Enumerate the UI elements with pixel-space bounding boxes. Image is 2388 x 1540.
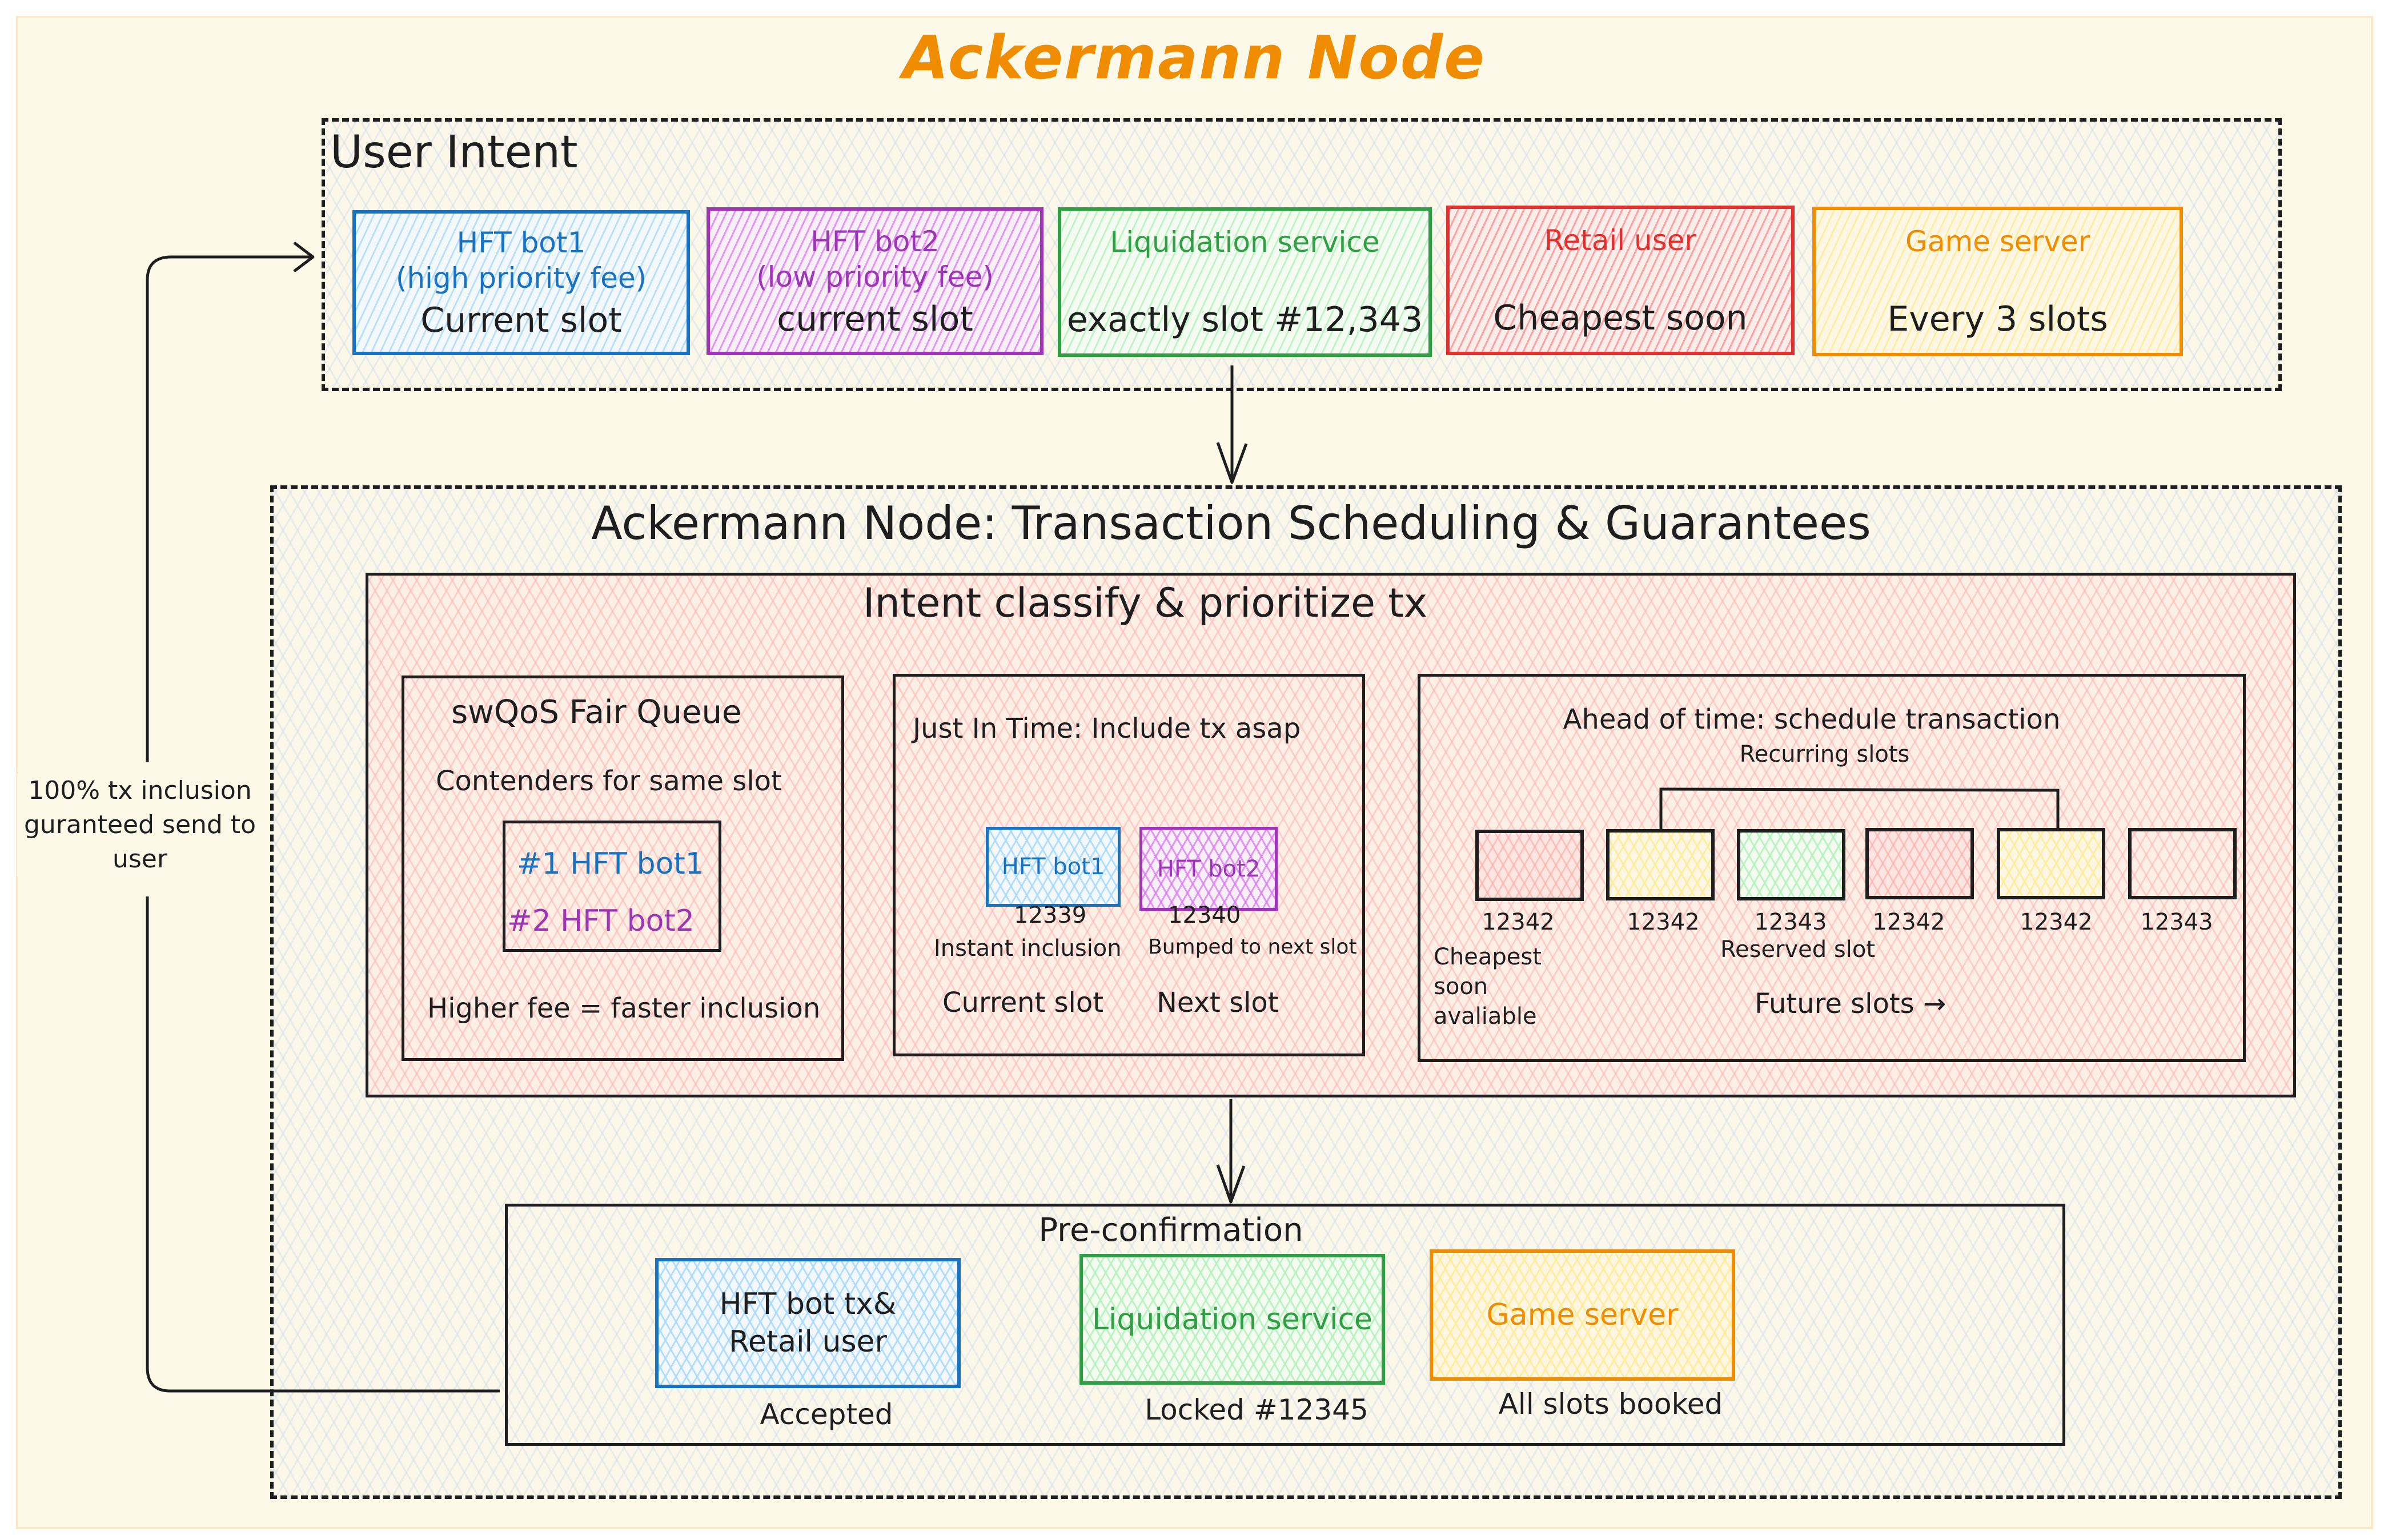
intent-card-hft-bot2[interactable]: HFT bot2 (low priority fee) current slot [707,207,1044,355]
recurring-slots-label: Recurring slots [1739,741,1910,767]
classify-label: Intent classify & prioritize tx [862,580,1428,626]
preconf-item-hft-retail[interactable]: HFT bot tx& Retail user [655,1258,961,1388]
slot-box[interactable] [1737,829,1845,900]
card-detail: (high priority fee) [395,262,647,295]
slot-number: 12343 [2140,909,2213,935]
jit-next-slot: Next slot [1157,987,1279,1019]
slot-box[interactable] [1606,829,1715,900]
slot-number: 12343 [1754,909,1827,935]
preconf-item-game-server[interactable]: Game server [1430,1249,1735,1381]
slot-box[interactable] [1997,828,2105,899]
jit-item-hft-bot2[interactable]: HFT bot2 [1139,827,1278,911]
fair-queue-footer: Higher fee = faster inclusion [427,992,821,1024]
preconf-item-name: Game server [1486,1298,1679,1332]
jit-item-name: HFT bot2 [1157,855,1261,882]
slot-number: 12342 [2020,909,2093,935]
diagram-title: Ackermann Node [902,23,1486,93]
preconf-item-name: Liquidation service [1091,1302,1373,1337]
card-intent: Cheapest soon [1493,298,1748,338]
scheduling-label: Ackermann Node: Transaction Scheduling &… [591,497,1871,550]
card-intent: current slot [777,299,973,339]
card-name: HFT bot2 [810,224,940,258]
slot-box[interactable] [1475,830,1584,901]
queue-entry-2: #2 HFT bot2 [507,904,695,938]
card-detail: (low priority fee) [756,260,994,293]
preconfirmation-box [505,1204,2065,1446]
intent-card-game-server[interactable]: Game server Every 3 slots [1812,207,2183,356]
intent-card-retail-user[interactable]: Retail user Cheapest soon [1446,206,1795,355]
card-name: Retail user [1544,224,1697,257]
jit-status-instant: Instant inclusion [934,935,1122,962]
future-slots-label: Future slots → [1755,988,1946,1020]
slot-box[interactable] [2128,828,2237,899]
slot-box[interactable] [1865,828,1974,899]
intent-card-liquidation-service[interactable]: Liquidation service exactly slot #12,343 [1058,207,1432,357]
queue-entry-1: #1 HFT bot1 [517,847,704,881]
card-intent: Current slot [420,300,622,340]
fair-queue-subtitle: Contenders for same slot [436,765,782,797]
preconf-status-booked: All slots booked [1498,1388,1723,1421]
card-name: HFT bot1 [456,226,586,259]
ahead-of-time-title: Ahead of time: schedule transaction [1563,703,2061,735]
user-intent-label: User Intent [330,127,578,178]
slot-number: 12342 [1872,909,1945,935]
card-name: Game server [1905,225,2090,258]
just-in-time-box [893,674,1365,1056]
slot-number: 12342 [1482,909,1555,935]
card-name: Liquidation service [1110,226,1380,259]
jit-current-slot: Current slot [942,987,1104,1019]
preconf-item-liquidation[interactable]: Liquidation service [1079,1254,1385,1385]
intent-card-hft-bot1[interactable]: HFT bot1 (high priority fee) Current slo… [352,210,690,355]
feedback-label: 100% tx inclusion guranteed send to user [17,774,263,876]
slot-number: 12342 [1627,909,1700,935]
jit-status-bumped: Bumped to next slot [1148,935,1357,959]
preconf-status-accepted: Accepted [760,1398,893,1431]
fair-queue-list [503,821,721,952]
just-in-time-title: Just In Time: Include tx asap [913,713,1301,745]
preconfirmation-label: Pre-confirmation [1038,1212,1303,1249]
card-intent: Every 3 slots [1887,299,2108,339]
cheapest-note: Cheapest soon avaliable [1434,944,1542,1030]
reserved-note: Reserved slot [1720,936,1875,963]
jit-slot-12340: 12340 [1168,902,1241,928]
preconf-status-locked: Locked #12345 [1145,1393,1368,1426]
preconf-item-name: HFT bot tx& Retail user [719,1287,897,1359]
fair-queue-title: swQoS Fair Queue [451,694,742,731]
jit-slot-12339: 12339 [1014,902,1087,928]
jit-item-hft-bot1[interactable]: HFT bot1 [986,827,1121,907]
jit-item-name: HFT bot1 [1001,854,1105,880]
card-intent: exactly slot #12,343 [1066,300,1423,340]
